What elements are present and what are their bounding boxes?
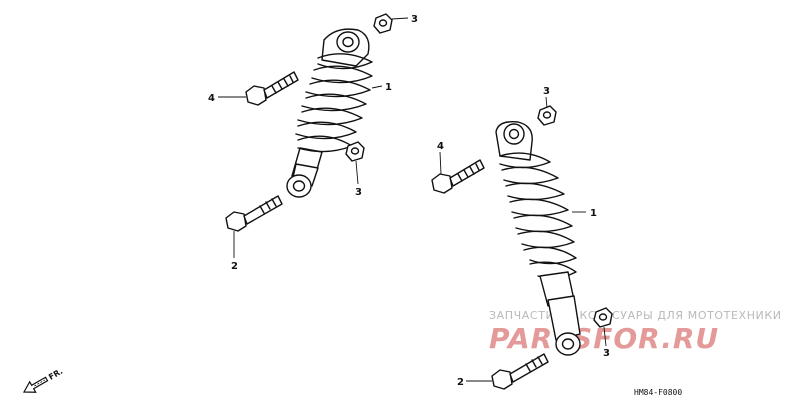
- right-upper-bolt: [431, 159, 485, 194]
- front-direction-label: FR.: [47, 367, 64, 382]
- left-upper-bolt: [245, 71, 299, 106]
- callout-right-bolt-top: 4: [437, 141, 444, 152]
- right-top-nut: [537, 105, 557, 126]
- watermark-tagline: ЗАПЧАСТИ И АКСЕССУАРЫ ДЛЯ МОТОТЕХНИКИ: [489, 309, 782, 322]
- right-lower-nut: [593, 307, 613, 328]
- front-direction-indicator: FR.: [22, 367, 64, 393]
- callout-left-bolt-bottom: 2: [231, 261, 238, 272]
- right-lower-bolt: [491, 353, 549, 390]
- left-top-nut: [373, 13, 393, 34]
- leader-lines: [218, 17, 607, 382]
- callout-left-nut-top: 3: [411, 14, 418, 25]
- callout-left-nut-lower: 3: [355, 187, 362, 198]
- callout-right-shock: 1: [590, 208, 597, 219]
- left-shock-absorber: [286, 28, 373, 198]
- callout-left-shock: 1: [385, 82, 392, 93]
- diagram-code: HM84-F0800: [634, 388, 682, 397]
- left-lower-bolt: [225, 195, 283, 232]
- watermark-logo: PARTSFOR.RU: [489, 322, 719, 355]
- callout-right-bolt-bottom: 2: [457, 377, 464, 388]
- front-arrow-icon: [22, 376, 49, 393]
- callout-right-nut-lower: 3: [603, 348, 610, 359]
- callout-numbers: 3 1 4 3 2 3 4 1 3 2: [208, 14, 610, 388]
- callout-left-bolt-top: 4: [208, 93, 215, 104]
- right-shock-absorber: [495, 121, 581, 356]
- callout-right-nut-top: 3: [543, 86, 550, 97]
- watermark: ЗАПЧАСТИ И АКСЕССУАРЫ ДЛЯ МОТОТЕХНИКИ PA…: [489, 309, 782, 355]
- left-lower-nut: [345, 141, 365, 162]
